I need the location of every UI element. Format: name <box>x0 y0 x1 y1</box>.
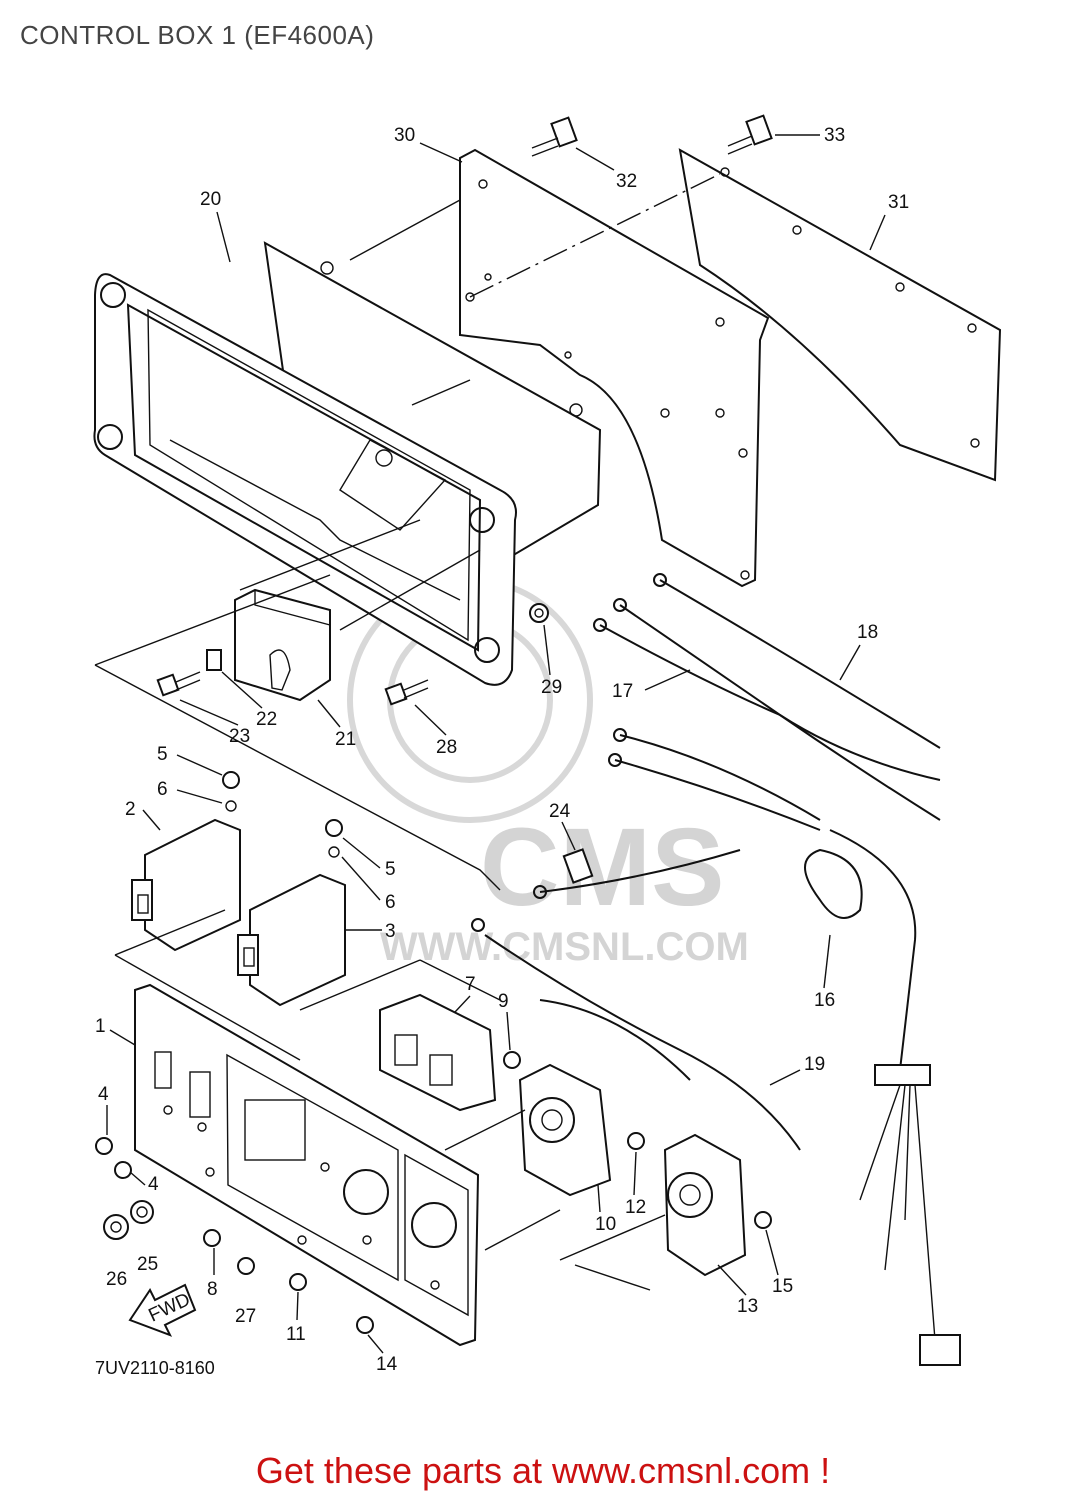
callout-5a: 5 <box>157 744 168 765</box>
part-1-front-panel <box>134 983 480 1347</box>
callout-25: 25 <box>137 1254 158 1275</box>
callout-5b: 5 <box>385 859 396 880</box>
part-10-outlet <box>518 1063 645 1197</box>
callout-26: 26 <box>106 1269 127 1290</box>
callout-1: 1 <box>95 1016 106 1037</box>
callout-32: 32 <box>616 171 637 192</box>
fasteners-lower <box>95 1137 374 1334</box>
callout-13: 13 <box>737 1296 758 1317</box>
callout-24: 24 <box>549 801 571 822</box>
callout-10: 10 <box>595 1214 616 1235</box>
callout-labels: 1 2 3 4 4 5 5 6 6 7 8 9 10 11 12 13 14 1… <box>95 125 909 1375</box>
part-2-breaker <box>131 771 241 952</box>
footer-link[interactable]: Get these parts at www.cmsnl.com ! <box>255 1450 831 1491</box>
callout-30: 30 <box>394 125 415 146</box>
part-7-gfci-outlet <box>379 993 521 1112</box>
callout-leaders <box>106 134 886 1354</box>
callout-33: 33 <box>824 125 845 146</box>
callout-29: 29 <box>541 677 562 698</box>
callout-8: 8 <box>207 1279 218 1300</box>
callout-9: 9 <box>498 991 509 1012</box>
fasteners-upper <box>156 114 773 706</box>
callout-20: 20 <box>200 189 221 210</box>
callout-16: 16 <box>814 990 835 1011</box>
page-title: CONTROL BOX 1 (EF4600A) <box>20 20 375 50</box>
callout-6a: 6 <box>157 779 168 800</box>
part-3-breaker <box>237 819 346 1007</box>
part-20-control-box <box>93 241 602 686</box>
callout-21: 21 <box>335 729 356 750</box>
callout-3: 3 <box>385 921 396 942</box>
part-30-bracket <box>459 148 770 588</box>
exploded-parts-diagram: CMS WWW.CMSNL.COM <box>93 114 1002 1378</box>
watermark-brand: CMS <box>480 806 724 929</box>
wiring-harness <box>471 573 961 1366</box>
callout-23: 23 <box>229 726 250 747</box>
callout-4b: 4 <box>148 1174 159 1195</box>
callout-14: 14 <box>376 1354 398 1375</box>
callout-27: 27 <box>235 1306 256 1327</box>
fwd-arrow: FWD <box>128 1283 197 1337</box>
callout-17: 17 <box>612 681 633 702</box>
callout-2: 2 <box>125 799 136 820</box>
watermark-site: WWW.CMSNL.COM <box>380 925 749 969</box>
callout-28: 28 <box>436 737 457 758</box>
callout-18: 18 <box>857 622 878 643</box>
part-13-outlet <box>663 1133 772 1277</box>
leader-lines <box>94 199 666 1291</box>
part-21-box <box>234 588 331 702</box>
part-code: 7UV2110-8160 <box>95 1358 215 1378</box>
part-31-gasket <box>678 148 1002 482</box>
callout-11: 11 <box>286 1324 306 1345</box>
callout-19: 19 <box>804 1054 825 1075</box>
callout-15: 15 <box>772 1276 793 1297</box>
callout-6b: 6 <box>385 892 396 913</box>
callout-4a: 4 <box>98 1084 109 1105</box>
callout-22: 22 <box>256 709 277 730</box>
callout-31: 31 <box>888 192 909 213</box>
callout-7: 7 <box>465 974 476 995</box>
callout-12: 12 <box>625 1197 646 1218</box>
